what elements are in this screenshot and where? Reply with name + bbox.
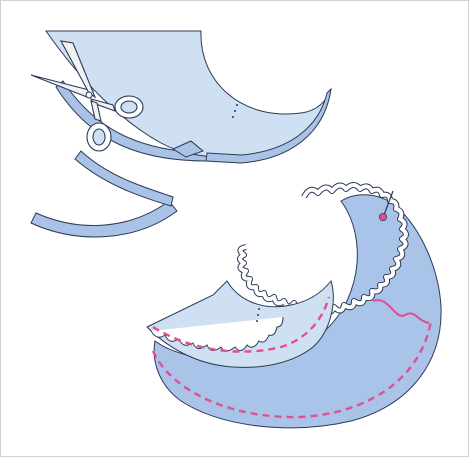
stitch-line-facing <box>152 296 331 353</box>
bias-strip-tail <box>30 200 178 238</box>
dart-mark-bottom <box>256 308 260 322</box>
stitch-line-outer <box>151 320 433 419</box>
scissors-icon <box>30 40 144 152</box>
top-step-group <box>30 30 332 238</box>
pin-icon <box>378 190 394 221</box>
bias-strip-middle <box>74 150 174 207</box>
needle-thread-icon <box>372 299 430 324</box>
bottom-step-group <box>146 182 442 429</box>
strip-fold <box>171 140 204 158</box>
dart-mark-top <box>232 104 238 118</box>
ricrac-trim-fill <box>238 183 408 314</box>
top-binding-edge <box>205 87 332 164</box>
